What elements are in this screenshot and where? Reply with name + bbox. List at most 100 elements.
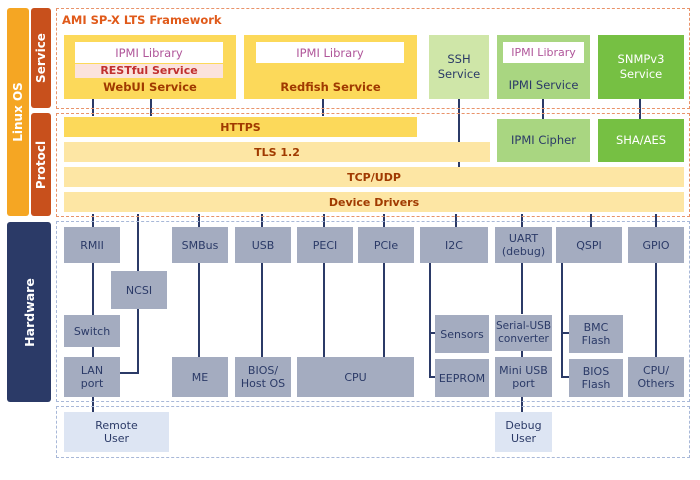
remote-user-label: Remote User — [95, 419, 138, 445]
linux-os-label: Linux OS — [7, 8, 29, 216]
qspi-box: QSPI — [556, 227, 622, 263]
debug-user-box: Debug User — [495, 412, 552, 452]
eeprom-label: EEPROM — [438, 371, 486, 385]
rmii-label: RMII — [80, 238, 104, 252]
https-bar: HTTPS — [64, 117, 417, 137]
line-webui-https-2 — [150, 99, 152, 116]
ipmi-service-box: IPMI Library IPMI Service — [497, 35, 590, 99]
line-snmp-sha — [639, 99, 641, 119]
mini-usb-label: Mini USB port — [499, 364, 548, 390]
line-i2c-bus — [429, 262, 431, 378]
serial-usb-box: Serial-USB converter — [495, 315, 552, 351]
smbus-label: SMBus — [181, 238, 219, 252]
eeprom-box: EEPROM — [435, 359, 489, 397]
snmp-service-box: SNMPv3 Service — [598, 35, 684, 99]
line-qspi-bus — [561, 262, 563, 378]
ssh-service-label: SSH Service — [437, 52, 481, 81]
service-frame — [56, 8, 690, 109]
line-rmii-switch — [92, 262, 94, 317]
device-drivers-label: Device Drivers — [328, 195, 420, 209]
device-drivers-bar: Device Drivers — [64, 192, 684, 212]
line-redfish-https — [322, 99, 324, 116]
i2c-label: I2C — [445, 238, 463, 252]
protocol-frame — [56, 113, 690, 217]
line-drivers-usb — [261, 214, 263, 230]
cpu-box: CPU — [297, 357, 414, 397]
line-i2c-sensors — [429, 332, 437, 334]
line-usb-bios — [261, 262, 263, 358]
line-webui-https — [92, 99, 94, 116]
line-uart-serial — [521, 262, 523, 314]
webui-restful-service: RESTful Service — [75, 64, 223, 78]
uart-label: UART (debug) — [501, 232, 546, 258]
line-drivers-ncsi — [137, 214, 139, 272]
pcie-label: PCIe — [373, 238, 399, 252]
framework-title: AMI SP-X LTS Framework — [62, 13, 222, 27]
bios-host-label: BIOS/ Host OS — [240, 364, 286, 390]
tcpudp-bar: TCP/UDP — [64, 167, 684, 187]
sensors-label: Sensors — [440, 327, 484, 341]
sha-aes-label: SHA/AES — [615, 133, 667, 147]
switch-label: Switch — [73, 324, 111, 338]
ipmi-cipher-label: IPMI Cipher — [511, 133, 576, 147]
https-label: HTTPS — [220, 120, 261, 134]
lan-port-label: LAN port — [80, 364, 104, 390]
line-lan-remote — [92, 396, 94, 414]
line-switch-lan — [92, 346, 94, 358]
line-smbus-me — [198, 262, 200, 358]
bmc-flash-label: BMC Flash — [581, 321, 611, 347]
line-drivers-smbus — [198, 214, 200, 230]
webui-service-label: WebUI Service — [103, 80, 197, 94]
cpu-others-box: CPU/ Others — [628, 357, 684, 397]
line-serial-miniusb — [521, 350, 523, 358]
snmp-service-label: SNMPv3 Service — [617, 52, 665, 81]
line-drivers-pcie — [383, 214, 385, 230]
ipmi-service-label: IPMI Service — [508, 78, 579, 92]
sha-aes-box: SHA/AES — [598, 119, 684, 162]
protocol-label: Protocl — [31, 113, 51, 216]
line-peci-cpu — [323, 262, 325, 358]
gpio-box: GPIO — [628, 227, 684, 263]
usb-box: USB — [235, 227, 291, 263]
sensors-box: Sensors — [435, 315, 489, 353]
hardware-label: Hardware — [7, 222, 51, 402]
line-drivers-gpio — [655, 214, 657, 230]
i2c-box: I2C — [420, 227, 488, 263]
tls-label: TLS 1.2 — [254, 145, 300, 159]
tls-bar: TLS 1.2 — [64, 142, 490, 162]
usb-label: USB — [251, 238, 275, 252]
line-i2c-eeprom — [429, 376, 437, 378]
line-ssh-tcp — [458, 99, 460, 167]
pcie-box: PCIe — [358, 227, 414, 263]
hardware-frame — [56, 221, 690, 402]
line-drivers-i2c — [455, 214, 457, 230]
line-ncsi-lan — [137, 308, 139, 374]
lan-port-box: LAN port — [64, 357, 120, 397]
line-qspi-bmc — [561, 332, 569, 334]
redfish-service-label: Redfish Service — [280, 80, 381, 94]
webui-ipmi-library: IPMI Library — [75, 42, 223, 63]
uart-box: UART (debug) — [495, 227, 552, 263]
debug-user-label: Debug User — [505, 419, 542, 445]
remote-user-box: Remote User — [64, 412, 169, 452]
serial-usb-label: Serial-USB converter — [495, 320, 552, 345]
peci-box: PECI — [297, 227, 353, 263]
line-qspi-bios — [561, 376, 569, 378]
line-miniusb-debug — [521, 396, 523, 414]
line-drivers-peci — [323, 214, 325, 230]
user-frame — [56, 406, 690, 458]
gpio-label: GPIO — [642, 238, 670, 252]
line-gpio-cpu — [655, 262, 657, 358]
redfish-service-box: IPMI Library Redfish Service — [244, 35, 417, 99]
smbus-box: SMBus — [172, 227, 228, 263]
tcpudp-label: TCP/UDP — [347, 170, 401, 184]
ncsi-box: NCSI — [111, 271, 167, 309]
me-label: ME — [191, 370, 209, 384]
peci-label: PECI — [312, 238, 338, 252]
ssh-service-box: SSH Service — [429, 35, 489, 99]
line-ncsi-lan-h — [118, 372, 139, 374]
bmc-flash-box: BMC Flash — [569, 315, 623, 353]
ipmi-cipher-box: IPMI Cipher — [497, 119, 590, 162]
mini-usb-box: Mini USB port — [495, 357, 552, 397]
ncsi-label: NCSI — [125, 283, 153, 297]
